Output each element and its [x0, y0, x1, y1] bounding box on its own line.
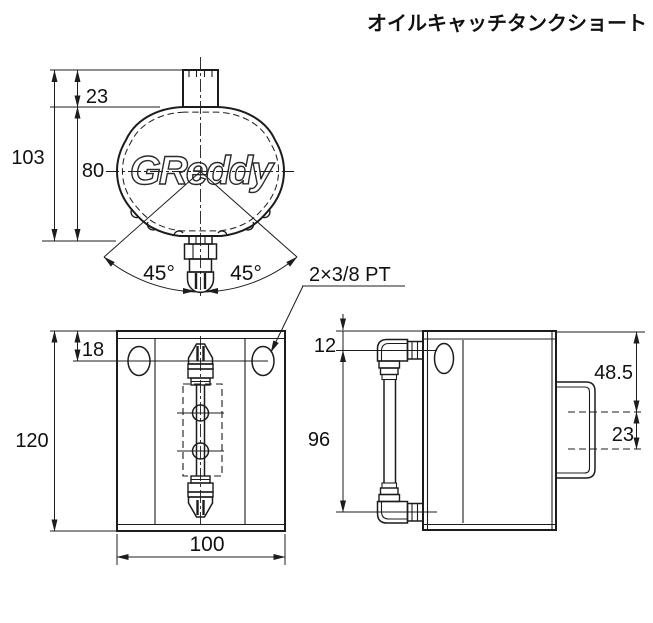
dim-103-label: 103 — [11, 147, 44, 169]
top-view: GReddy 45° 45° 103 — [11, 57, 405, 353]
dim-overall-height: 103 — [11, 69, 183, 242]
dim-18-label: 18 — [82, 339, 104, 361]
dim-120-label: 120 — [15, 430, 48, 452]
dim-port-offset: 12 — [314, 314, 440, 357]
sight-tube-front — [177, 336, 224, 528]
dim-fitting-span: 96 — [308, 350, 437, 513]
bottom-drain-fitting — [183, 235, 218, 294]
tube-end-fitting — [187, 343, 214, 386]
mounting-bracket — [556, 381, 645, 479]
angle-right-label: 45° — [230, 262, 262, 285]
dim-neck-height: 23 — [74, 70, 108, 108]
dim-bracket-slot: 23 — [612, 411, 640, 450]
top-port-fitting — [182, 69, 219, 108]
front-body — [116, 330, 286, 532]
dim-front-height: 120 — [15, 330, 117, 532]
angle-left-label: 45° — [143, 262, 175, 285]
side-body — [422, 330, 557, 531]
dim-80-label: 80 — [82, 160, 104, 182]
angle-dimension: 45° 45° — [103, 171, 298, 294]
dim-front-width: 100 — [116, 533, 286, 565]
tank-chamfer-notches — [130, 208, 271, 237]
dim-48-5-label: 48.5 — [594, 362, 633, 384]
dim-23-label: 23 — [86, 86, 108, 108]
greddy-logo: GReddy — [130, 149, 275, 193]
dim-hole-offset: 18 — [73, 330, 268, 362]
port-spec-callout: 2×3/8 PT — [270, 264, 405, 353]
dim-23-side-label: 23 — [612, 424, 634, 446]
sight-tube-side — [376, 338, 424, 524]
dim-body-height: 80 — [74, 106, 104, 241]
side-port-hole — [433, 342, 455, 375]
dim-bracket-top: 48.5 — [557, 331, 645, 413]
dim-100-label: 100 — [189, 533, 224, 556]
port-spec-label: 2×3/8 PT — [309, 264, 391, 286]
side-view: 12 96 48.5 23 — [308, 314, 645, 531]
elbow-fitting — [376, 338, 424, 381]
drawing-title: オイルキャッチタンクショート — [367, 12, 647, 35]
front-view: 120 18 100 — [15, 330, 286, 565]
dim-96-label: 96 — [308, 429, 330, 451]
dim-12-label: 12 — [314, 335, 336, 357]
